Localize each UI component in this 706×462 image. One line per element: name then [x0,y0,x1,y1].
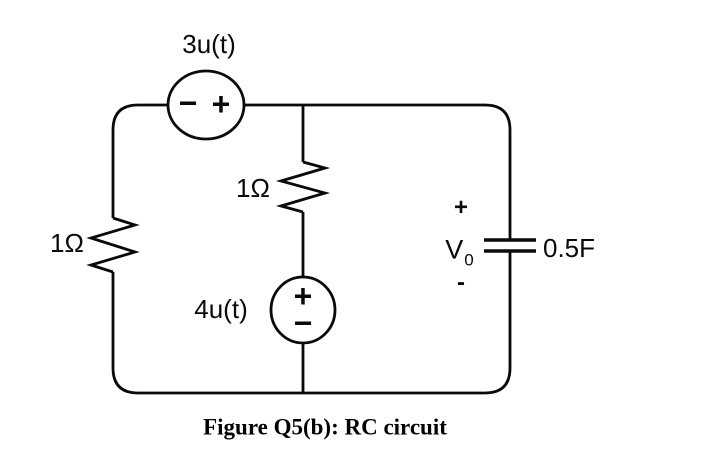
capacitor-value-label: 0.5F [542,233,596,263]
voltage-source-bottom-plus-sign: + [293,278,313,314]
wire-top-right [244,103,512,240]
voltage-source-bottom-label: 4u(t) [194,294,248,324]
resistor-left-zigzag [86,216,140,274]
capacitor-voltage-plus-sign: + [453,194,469,221]
voltage-source-bottom-minus-sign: − [293,305,313,341]
figure-caption: Figure Q5(b): RC circuit [203,414,447,440]
capacitor-voltage-symbol: V [445,234,464,265]
resistor-middle-zigzag [275,160,331,214]
voltage-source-top-plus-sign: + [211,86,231,122]
resistor-left-label: 1Ω [50,228,84,258]
voltage-source-top-minus-sign: − [178,85,198,121]
wire-top-left [111,103,169,218]
voltage-source-top-label: 3u(t) [182,29,236,59]
wire-bottom-loop [111,252,512,395]
resistor-middle-label: 1Ω [236,173,270,203]
capacitor-voltage-minus-sign: - [457,269,465,296]
capacitor-voltage-subscript: 0 [464,250,474,270]
voltage-source-top-circle [166,69,246,141]
capacitor-voltage-label: V0 [445,234,473,269]
